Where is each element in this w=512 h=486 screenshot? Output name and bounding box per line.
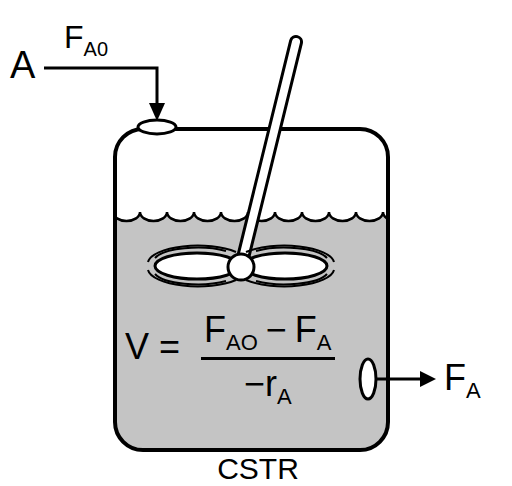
flow-label: A bbox=[10, 45, 35, 87]
liquid bbox=[115, 212, 388, 450]
equation-term: − bbox=[266, 309, 287, 350]
feed-line bbox=[44, 68, 157, 106]
equation-term: F bbox=[295, 309, 317, 350]
text-row: CSTR bbox=[198, 454, 318, 486]
tank-outline bbox=[115, 129, 388, 450]
text-row: V = bbox=[125, 327, 180, 374]
impeller-blade bbox=[243, 253, 327, 279]
subscript: A bbox=[466, 378, 481, 403]
stream-label: F bbox=[444, 357, 466, 398]
subscript: A0 bbox=[84, 38, 108, 60]
feed-arrowhead bbox=[149, 103, 165, 121]
text-row: −rA bbox=[244, 360, 292, 411]
equation-term: F bbox=[204, 309, 226, 350]
reactor-name: CSTR bbox=[217, 452, 299, 485]
reactor-tank: V =FAO−FA−rACSTR bbox=[113, 127, 390, 452]
stream-label: A bbox=[10, 44, 35, 86]
stream-label: F bbox=[64, 19, 84, 55]
text-row: FAO−FA bbox=[201, 310, 335, 360]
subscript: A bbox=[317, 330, 332, 355]
subscript: A bbox=[277, 384, 292, 409]
text-group: FAO−FA−rA bbox=[201, 310, 335, 411]
flow-label: FA bbox=[444, 358, 481, 398]
impeller-blade bbox=[155, 253, 239, 279]
text-group: CSTR bbox=[198, 454, 318, 486]
subscript: AO bbox=[226, 330, 258, 355]
liquid-surface bbox=[115, 212, 388, 221]
outlet-line bbox=[376, 378, 424, 381]
equation-term: V = bbox=[125, 326, 180, 367]
inlet-nozzle bbox=[138, 120, 176, 134]
flow-label: FA0 bbox=[64, 20, 108, 55]
outlet-arrowhead bbox=[420, 371, 436, 387]
text-group: V = bbox=[125, 327, 180, 374]
equation-term: −r bbox=[244, 363, 277, 404]
impeller-hub bbox=[228, 254, 254, 280]
outlet-nozzle bbox=[360, 359, 376, 399]
